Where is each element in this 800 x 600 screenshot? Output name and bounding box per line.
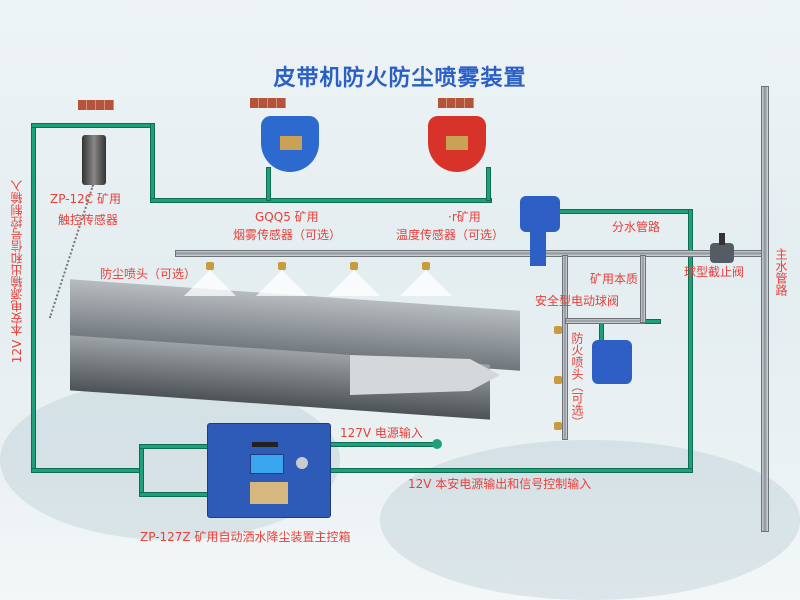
fire-nozzle-icon — [554, 422, 562, 430]
box-label-plate — [252, 442, 278, 447]
electric-valve-label-line2: 安全型电动球阀 — [535, 294, 620, 308]
branch-water-pipe — [175, 250, 767, 257]
ceiling-mount-icon — [78, 100, 114, 110]
touch-sensor-name-label: 触控传感器 — [58, 213, 119, 227]
dust-nozzle-icon — [278, 262, 286, 270]
wire — [140, 493, 208, 496]
wire — [140, 445, 208, 448]
main-pipe-label: 主水管路 — [774, 248, 788, 296]
temperature-sensor-model-label: ·r矿用 — [448, 210, 481, 224]
valve-body-icon — [530, 232, 546, 266]
fire-nozzle-label: 防火喷头（可选） — [570, 332, 584, 428]
wire — [151, 124, 154, 202]
nameplate-icon — [280, 136, 302, 150]
main-water-pipe — [761, 86, 769, 532]
wire-valve — [560, 210, 692, 213]
smoke-sensor-model-label: GQQ5 矿用 — [255, 210, 319, 224]
wire — [32, 469, 142, 472]
diagram-title: 皮带机防火防尘喷雾装置 — [273, 66, 527, 91]
valve-handle-icon — [719, 233, 725, 245]
nameplate-icon — [446, 136, 468, 150]
electric-valve-label-line1: 矿用本质 — [590, 272, 639, 286]
wire — [140, 445, 143, 495]
dust-nozzle-label: 防尘喷头（可选） — [100, 267, 197, 281]
smoke-sensor-name-label: 烟雾传感器（可选） — [233, 228, 342, 242]
ceiling-mount-icon — [438, 98, 474, 108]
fire-pipe — [562, 255, 568, 440]
left-signal-label: 12V 本安电源输出和信号控制输入 — [10, 180, 24, 364]
bottom-signal-label: 12V 本安电源输出和信号控制输入 — [408, 477, 592, 491]
spray-icon — [400, 270, 452, 296]
wire-power — [330, 443, 436, 446]
dust-nozzle-icon — [350, 262, 358, 270]
ball-stop-valve-label: 球型截止阀 — [684, 265, 745, 279]
control-box-label: ZP-127Z 矿用自动洒水降尘装置主控箱 — [140, 530, 351, 544]
wire-top-left — [32, 124, 154, 127]
fire-nozzle-icon — [554, 376, 562, 384]
touch-sensor-model-label: ZP-12C 矿用 — [50, 192, 121, 206]
lcd-display — [250, 454, 284, 474]
power-terminal — [432, 439, 442, 449]
pipe — [565, 318, 645, 324]
touch-sensor-icon — [82, 135, 106, 185]
main-control-box — [207, 423, 331, 518]
wire — [487, 168, 490, 200]
dust-nozzle-icon — [422, 262, 430, 270]
electric-ball-valve-icon — [592, 340, 632, 384]
spray-icon — [256, 270, 308, 296]
ball-stop-valve-icon — [710, 243, 734, 263]
spray-icon — [184, 270, 236, 296]
fire-nozzle-icon — [554, 326, 562, 334]
wire-right — [689, 210, 692, 472]
branch-pipe-label: 分水管路 — [612, 220, 661, 234]
spray-icon — [328, 270, 380, 296]
wire — [267, 168, 270, 200]
ceiling-mount-icon — [250, 98, 286, 108]
control-knob-icon[interactable] — [296, 457, 308, 469]
pipe — [640, 255, 646, 323]
wire-sensors — [151, 199, 491, 202]
power-input-label: 127V 电源输入 — [340, 426, 423, 440]
electric-ball-valve-icon — [520, 196, 560, 232]
wire-bottom — [330, 469, 692, 472]
background-mountain — [380, 440, 800, 600]
wire-left — [32, 124, 35, 472]
dust-nozzle-icon — [206, 262, 214, 270]
nameplate-icon — [250, 482, 288, 504]
temperature-sensor-name-label: 温度传感器（可选） — [396, 228, 505, 242]
